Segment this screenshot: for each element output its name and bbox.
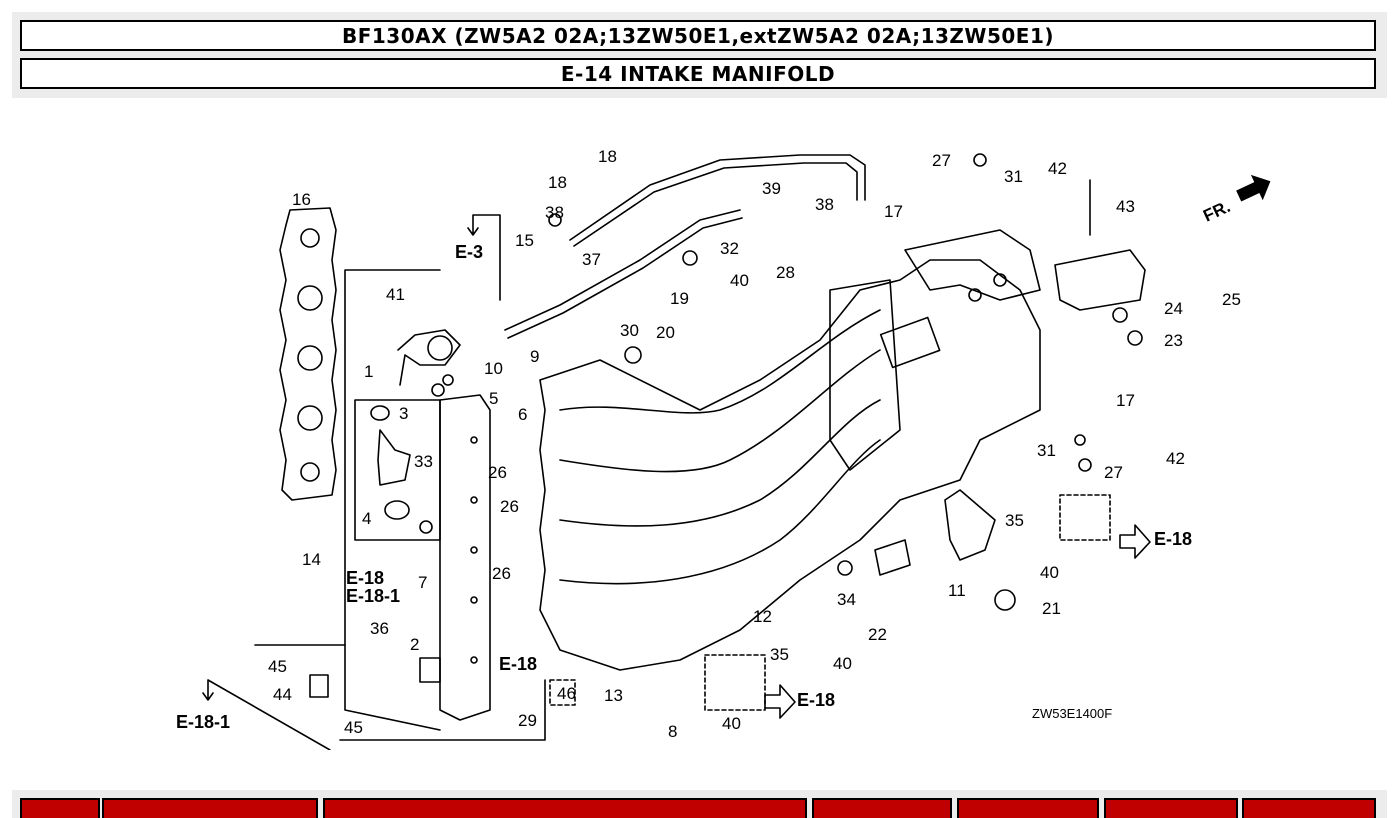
part-label: 40 [722,714,741,733]
section-title: E-14 INTAKE MANIFOLD [20,58,1376,89]
part-label: 17 [1116,391,1135,410]
part-label: 27 [932,151,951,170]
table-col [102,798,318,818]
part-label: 23 [1164,331,1183,350]
part-label: 21 [1042,599,1061,618]
reference-labels: E-3 E-18 E-18-1 E-18 E-18-1 E-18 E-18 [176,242,1192,732]
part-label: 35 [770,645,789,664]
ref-e18: E-18 [1154,529,1192,549]
part-label: 27 [1104,463,1123,482]
drawing-code: ZW53E1400F [1032,706,1112,721]
part-label: 1 [364,362,373,381]
part-label: 33 [414,452,433,471]
part-label: 31 [1037,441,1056,460]
header-panel: BF130AX (ZW5A2 02A;13ZW50E1,extZW5A2 02A… [12,12,1387,98]
part-label: 10 [484,359,503,378]
part-label: 3 [399,404,408,423]
part-label: 34 [837,590,856,609]
part-label: 45 [344,718,363,737]
part-label: 22 [868,625,887,644]
table-col [812,798,952,818]
part-label: 38 [545,203,564,222]
part-label: 4 [362,509,371,528]
part-label: 19 [670,289,689,308]
part-label: 2 [410,635,419,654]
part-label: 40 [1040,563,1059,582]
table-col [20,798,100,818]
part-label: 38 [815,195,834,214]
gasket-16 [279,207,337,501]
part-label: 14 [302,550,321,569]
part-label: 40 [730,271,749,290]
part-label: 44 [273,685,292,704]
part-label: 26 [492,564,511,583]
part-label: 39 [762,179,781,198]
ref-e3: E-3 [455,242,483,262]
part-label: 18 [598,147,617,166]
part-label: 28 [776,263,795,282]
part-label: 15 [515,231,534,250]
part-label: 46 [557,684,576,703]
part-label: 26 [488,463,507,482]
part-label: 45 [268,657,287,676]
part-label: 35 [1005,511,1024,530]
part-labels: 16 18 18 39 38 15 37 32 40 28 38 17 27 3… [268,147,1241,741]
part-label: 9 [530,347,539,366]
part-label: 17 [884,202,903,221]
part-label: 11 [948,581,966,600]
part-label: 16 [292,190,311,209]
part-label: 42 [1166,449,1185,468]
parts-diagram: 16 18 18 39 38 15 37 32 40 28 38 17 27 3… [176,147,1271,750]
part-label: 42 [1048,159,1067,178]
table-col [1104,798,1238,818]
part-label: 36 [370,619,389,638]
part-label: 5 [489,389,498,408]
part-label: 12 [753,607,772,626]
ref-e18-1: E-18-1 [176,712,230,732]
part-label: 31 [1004,167,1023,186]
part-label: 32 [720,239,739,258]
part-label: 18 [548,173,567,192]
part-label: 26 [500,497,519,516]
part-label: 24 [1164,299,1183,318]
table-col [323,798,807,818]
part-label: 30 [620,321,639,340]
ref-e18: E-18 [797,690,835,710]
part-label: 37 [582,250,601,269]
parts-table-header [12,790,1387,818]
part-label: 29 [518,711,537,730]
ref-e18: E-18 [499,654,537,674]
part-label: 7 [418,573,427,592]
part-label: 6 [518,405,527,424]
table-col [957,798,1099,818]
part-label: 43 [1116,197,1135,216]
part-label: 25 [1222,290,1241,309]
part-label: 13 [604,686,623,705]
front-marker-label: FR. [1200,197,1233,226]
model-title: BF130AX (ZW5A2 02A;13ZW50E1,extZW5A2 02A… [20,20,1376,51]
part-label: 8 [668,722,677,741]
front-marker: FR. [1200,174,1271,226]
fuel-rail-frame [344,269,441,731]
part-label: 20 [656,323,675,342]
table-col [1242,798,1376,818]
fuel-rail [439,394,491,721]
manifold-body [539,259,1041,671]
ref-e18-1: E-18-1 [346,586,400,606]
part-label: 40 [833,654,852,673]
ref-e18: E-18 [346,568,384,588]
part-label: 41 [386,285,405,304]
